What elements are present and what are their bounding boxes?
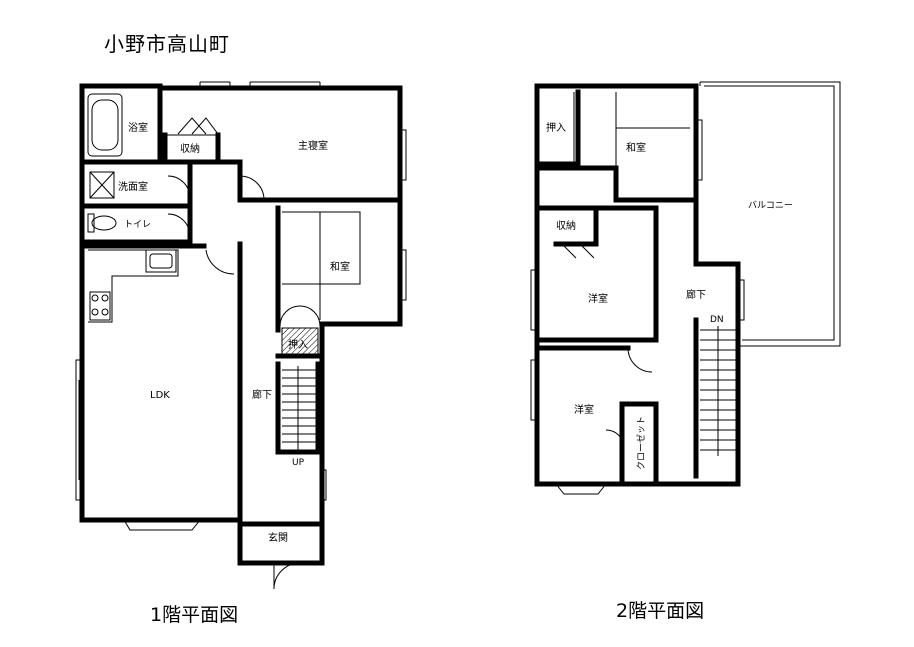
room-label-hallway: 廊下 [252,388,272,401]
floor-2-storage-wall [534,205,599,247]
floor-2-label-western-room-1: 洋室 [588,292,608,305]
storage-door-arcs [177,117,219,135]
bathtub-icon [87,93,123,157]
master-side-window [400,129,407,181]
room-label-washroom: 洗面室 [118,180,148,193]
floor-2-label-western-room-2: 洋室 [574,403,594,416]
shower-icon [89,171,115,199]
tatami-lines [282,211,361,320]
western-room-2-window [530,359,537,421]
room-label-closet: 押入 [288,338,308,351]
master-door-arc [239,175,265,201]
stove-icon [89,291,111,321]
closet-2-wall [619,401,659,487]
room-label-storage: 収納 [180,142,200,155]
floor-2-label-closet: 押入 [546,121,566,134]
floor-2-caption: 2階平面図 [616,600,705,622]
floor-2-washitsu-bottom-wall [534,165,699,203]
master-window [249,81,321,88]
floor-1-caption: 1階平面図 [150,604,239,626]
balcony-outline [699,81,841,347]
entrance-door-arc [273,562,301,590]
western-room-2-door-arc [627,347,653,373]
bay-window [123,519,201,531]
floor-2-label-japanese-room: 和室 [626,141,646,154]
sink-icon [145,249,177,273]
room-label-entrance: 玄関 [268,531,288,544]
floor-2-stairs-icon [700,326,736,456]
floor-2-label-balcony: バルコニー [748,200,793,211]
washroom-door-arc [167,175,191,199]
washitsu-window [400,249,407,301]
floor-2-label-hallway: 廊下 [686,288,706,301]
ldk-door-arc [205,249,235,275]
floor-2-plan [530,81,841,495]
room-labels: 浴室 収納 主寝室 洗面室 トイレ 和室 押入 LDK 廊下 UP 玄関 押入 … [118,121,793,544]
floor-2-label-storage: 収納 [556,219,576,232]
floor-2-outer-wall [534,83,741,487]
toilet-icon [87,213,117,233]
western-room-1-wall [534,205,659,343]
room-label-master-bedroom: 主寝室 [298,139,328,152]
room-label-toilet: トイレ [124,220,151,230]
western-room-1-window [530,269,537,331]
master-bedroom-wall [215,159,403,203]
floor-1-stairs-icon [275,361,321,455]
room-label-japanese-room: 和室 [330,260,350,273]
floor-2-label-closet-2: クローゼット [635,416,647,470]
floor-1-plan [75,81,407,590]
plan-title: 小野市高山町 [104,32,230,56]
washitsu-door-arc [279,305,321,327]
toilet-door-arc [167,213,191,237]
ldk-window [75,359,82,501]
floor-2-closet-wall [534,89,581,167]
kitchen-counter [88,249,179,323]
floor-2-label-stairs-down: DN [710,315,724,325]
room-label-bath: 浴室 [128,121,148,134]
room-label-stairs-up: UP [292,458,305,468]
room-label-ldk: LDK [150,390,170,401]
western-room-2-bay-window [555,483,607,495]
